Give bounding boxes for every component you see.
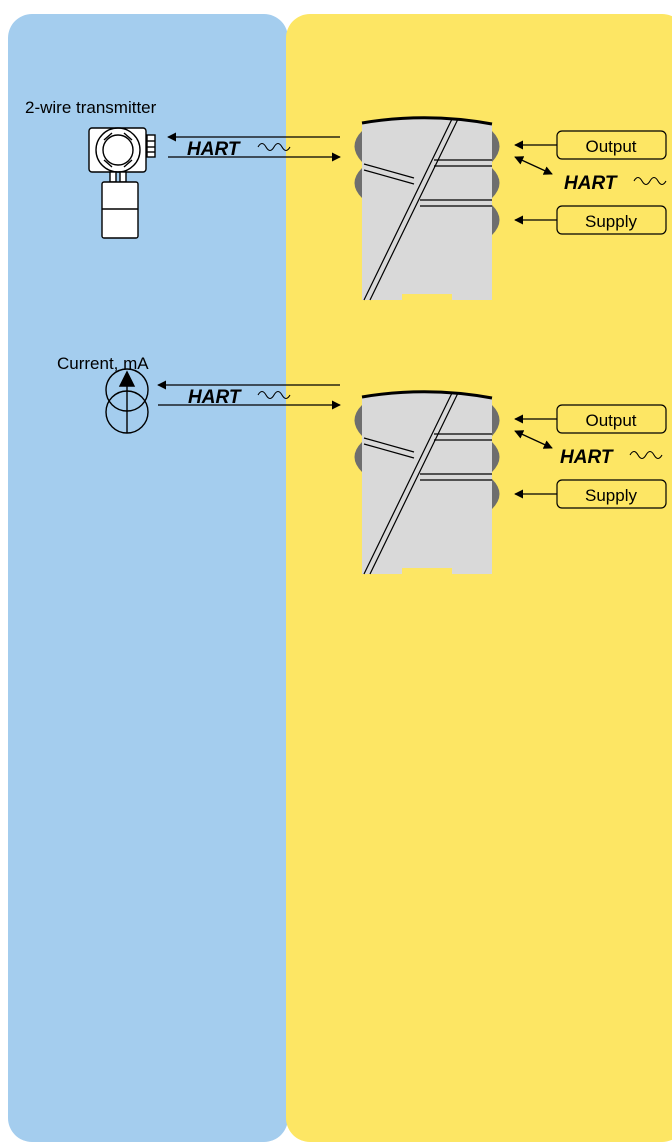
output-box <box>556 130 667 160</box>
output-label: Output <box>585 411 636 430</box>
hart-bidirectional-arrow <box>514 156 553 175</box>
output-box <box>556 404 667 434</box>
svg-text:HART: HART <box>187 139 241 160</box>
terminal-right <box>492 205 500 235</box>
terminal-right <box>492 405 500 436</box>
wave-icon <box>257 390 291 400</box>
supply-label: Supply <box>585 486 637 505</box>
section-current-source: Current, mA HART <box>57 354 667 575</box>
terminal-left <box>354 405 362 436</box>
isolator-module <box>354 116 500 301</box>
isolator-module <box>354 390 500 575</box>
svg-text:HART: HART <box>564 173 618 194</box>
terminal-left <box>354 442 362 472</box>
terminal-right <box>492 168 500 198</box>
supply-box <box>556 205 667 235</box>
supply-box <box>556 479 667 509</box>
wave-icon <box>257 142 291 152</box>
hart-badge-right: HART <box>564 173 667 194</box>
terminal-left <box>354 131 362 162</box>
device-label: Current, mA <box>57 354 149 373</box>
terminal-left <box>354 168 362 198</box>
section-transmitter: 2-wire transmitter HART <box>25 98 667 301</box>
terminal-right <box>492 479 500 509</box>
current-source-icon <box>105 368 149 434</box>
supply-label: Supply <box>585 212 637 231</box>
terminal-right <box>492 131 500 162</box>
hart-badge-left: HART <box>188 387 291 408</box>
output-label: Output <box>585 137 636 156</box>
hart-badge-right: HART <box>560 447 663 468</box>
transmitter-icon <box>88 127 156 239</box>
terminal-right <box>492 442 500 472</box>
wave-icon <box>633 176 667 186</box>
hart-badge-left: HART <box>187 139 291 160</box>
svg-text:HART: HART <box>560 447 614 468</box>
device-label: 2-wire transmitter <box>25 98 157 117</box>
hazardous-zone-panel <box>8 14 288 1142</box>
wave-icon <box>629 450 663 460</box>
hart-bidirectional-arrow <box>514 430 553 449</box>
svg-text:HART: HART <box>188 387 242 408</box>
